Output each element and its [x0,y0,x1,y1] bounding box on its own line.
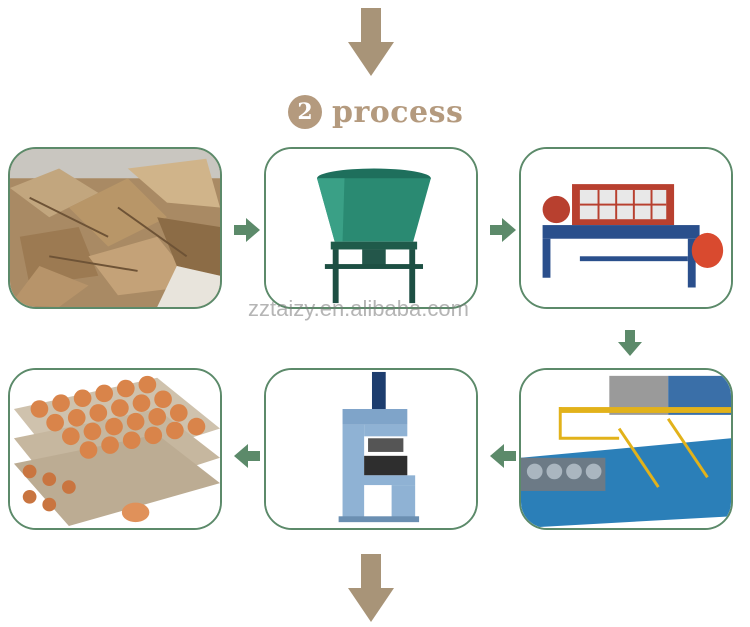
pulping-machine-image [266,149,476,307]
step-card-waste-paper [8,147,222,309]
waste-paper-image [10,149,220,307]
process-heading: 2 process [288,92,463,132]
step-card-drying-line [519,368,733,530]
step-card-hot-press [264,368,478,530]
hot-press-machine-image [266,370,476,528]
forming-machine-image [521,149,731,307]
flow-arrow-left-1-icon [490,444,516,468]
bottom-down-arrow-icon [348,554,394,622]
flow-arrow-left-2-icon [234,444,260,468]
step-card-forming-machine [519,147,733,309]
flow-arrow-down-icon [618,330,642,356]
step-number-badge: 2 [288,95,322,129]
flow-arrow-right-1-icon [234,218,260,242]
flow-arrow-right-2-icon [490,218,516,242]
egg-trays-image [10,370,220,528]
top-down-arrow-icon [348,8,394,76]
process-title: process [332,94,464,130]
step-card-pulping-machine [264,147,478,309]
step-card-egg-trays [8,368,222,530]
drying-line-image [521,370,731,528]
watermark-text: zztaizy.en.alibaba.com [248,296,469,321]
